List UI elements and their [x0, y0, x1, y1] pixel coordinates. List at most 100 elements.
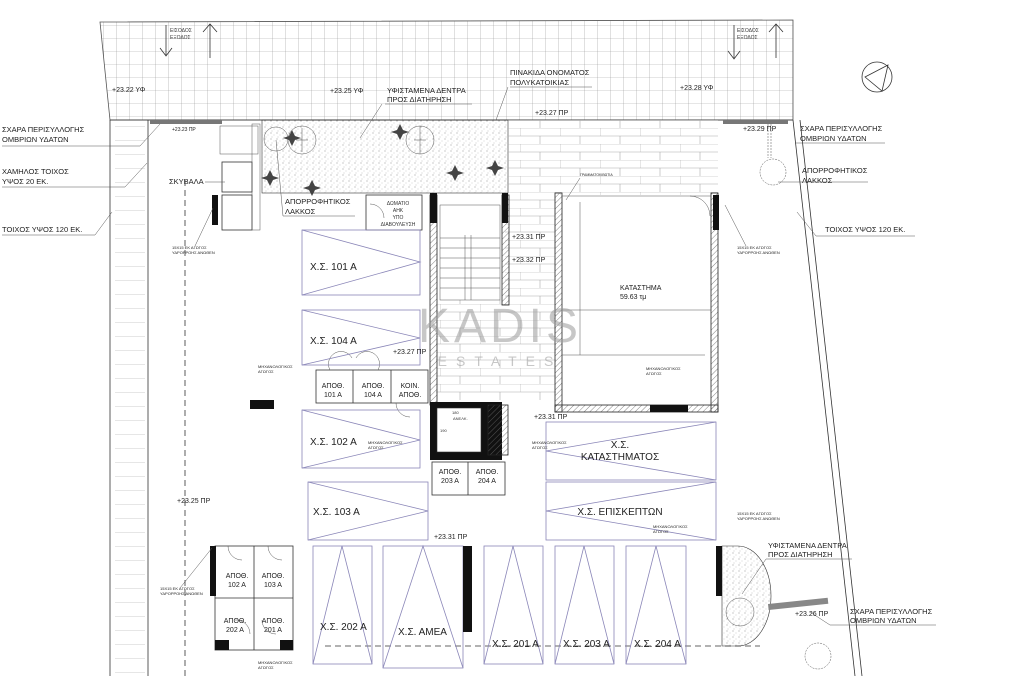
ramp	[115, 122, 145, 676]
plan-label: ΑΓΩΓΟΣ	[258, 369, 274, 374]
plan-label: 15Χ15 ΕΚ ΑΓΩΓΟΣ	[160, 586, 195, 591]
entrance-arrow-left: ΕΙΣΟΔΟΣ ΕΞΟΔΟΣ	[159, 23, 218, 58]
plan-label: ΛΑΚΚΟΣ	[285, 207, 316, 216]
lift: ΑΝΕΛΚ. 180 190	[430, 402, 509, 460]
plan-label: Χ.Σ. ΑΜΕΑ	[398, 627, 447, 638]
plan-label: KADIS	[418, 300, 582, 353]
garden-bottom-right	[716, 545, 829, 647]
plan-label: 190	[440, 428, 447, 433]
plan-label: ΟΜΒΡΙΩΝ ΥΔΑΤΩΝ	[2, 135, 69, 144]
level-markers: +23.22 ΥΦ +23.25 ΥΦ +23.28 ΥΦ +23.27 ΠΡ …	[112, 85, 829, 618]
plan-label: +23.31 ΠΡ	[434, 534, 468, 541]
plan-label: ΑΠΟΘ.	[226, 573, 249, 580]
paved-area	[508, 120, 718, 195]
grate-left	[150, 120, 222, 124]
plan-label: ΑΠΟΡΡΟΦΗΤΙΚΟΣ	[285, 197, 351, 206]
north-arrow-icon	[861, 61, 893, 93]
plan-label: 204 Α	[478, 478, 496, 485]
plan-label: ΜΗΧΑΝΟΛΟΓΙΚΟΣ	[646, 366, 681, 371]
plan-label: Χ.Σ. 102 Α	[310, 437, 357, 448]
plan-label: 101 Α	[324, 392, 342, 399]
plan-label: ΔΩΜΑΤΙΟ	[387, 201, 410, 207]
plan-label: Χ.Σ. ΕΠΙΣΚΕΠΤΩΝ	[577, 507, 662, 518]
plan-label: ΕΙΣΟΔΟΣ	[737, 28, 759, 34]
absorption-pit-bottom	[804, 642, 832, 670]
plan-label: ΣΧΑΡΑ ΠΕΡΙΣΥΛΛΟΓΗΣ	[800, 124, 883, 133]
plan-label: +23.23 ΠΡ	[172, 127, 196, 133]
plan-label: 15Χ15 ΕΚ ΑΓΩΓΟΣ	[737, 511, 772, 516]
plan-label: ΥΦΙΣΤΑΜΕΝΑ ΔΕΝΤΡΑ	[387, 86, 466, 95]
plan-label: ΓΡΑΜΜΑΤΟΚΙΒΩΤΙΑ	[580, 173, 613, 177]
plan-label: +23.31 ΠΡ	[534, 414, 568, 421]
plan-label: 59.63 τμ	[620, 294, 646, 301]
plan-label: ΜΗΧΑΝΟΛΟΓΙΚΟΣ	[368, 440, 403, 445]
plan-label: ΕΞΟΔΟΣ	[170, 35, 191, 41]
plan-label: ΑΓΩΓΟΣ	[653, 529, 669, 534]
plan-label: ΠΡΟΣ ΔΙΑΤΗΡΗΣΗ	[387, 95, 452, 104]
plan-label: ΣΚΥΒΑΛΑ	[169, 177, 204, 186]
absorption-pit-right	[759, 158, 787, 186]
plan-label: +23.32 ΠΡ	[512, 257, 546, 264]
plan-label: +23.25 ΠΡ	[177, 498, 211, 505]
plan-label: Χ.Σ. 202 Α	[320, 622, 367, 633]
plan-label: ΑΠΟΘ.	[224, 618, 247, 625]
plan-label: ΧΑΜΗΛΟΣ ΤΟΙΧΟΣ	[2, 167, 69, 176]
grate-right	[723, 120, 788, 124]
plan-label: Χ.Σ. 101 Α	[310, 262, 357, 273]
site-boundary	[109, 119, 863, 676]
plan-label: ΚΑΤΑΣΤΗΜΑΤΟΣ	[581, 452, 659, 463]
plan-label: ΑΓΩΓΟΣ	[258, 665, 274, 670]
plan-label: +23.26 ΠΡ	[795, 611, 829, 618]
plan-label: Χ.Σ. 104 Α	[310, 336, 357, 347]
plan-label: ΤΟΙΧΟΣ ΥΨΟΣ 120 ΕΚ.	[2, 225, 82, 234]
plan-label: 15Χ15 ΕΚ ΑΓΩΓΟΣ	[737, 245, 772, 250]
plan-label: ΟΜΒΡΙΩΝ ΥΔΑΤΩΝ	[850, 616, 917, 625]
plan-label: ΥΔΡΟΡΡΟΗΣ ΑΝΩΘΕΝ	[172, 250, 215, 255]
entrance-plaza	[99, 19, 794, 121]
plan-label: 203 Α	[441, 478, 459, 485]
plan-label: +23.22 ΥΦ	[112, 87, 146, 94]
plan-label: 15Χ15 ΕΚ ΑΓΩΓΟΣ	[172, 245, 207, 250]
plan-label: ΑΓΩΓΟΣ	[532, 445, 548, 450]
plan-label: 103 Α	[264, 582, 282, 589]
plan-label: Χ.Σ. 103 Α	[313, 507, 360, 518]
plan-label: ΜΗΧΑΝΟΛΟΓΙΚΟΣ	[258, 660, 293, 665]
watermark-logo: KADIS ESTATES	[418, 300, 582, 369]
parking-spaces: Χ.Σ. 101 Α Χ.Σ. 104 Α Χ.Σ. 102 Α Χ.Σ. 10…	[250, 229, 717, 669]
plan-label: ΑΠΟΘ.	[439, 469, 462, 476]
plan-label: ΥΠΟ	[393, 215, 404, 221]
plan-label: ΥΔΡΟΡΡΟΗΣ ΑΝΩΘΕΝ	[737, 250, 780, 255]
plan-label: +23.25 ΥΦ	[330, 88, 364, 95]
plan-label: ΑΠΟΘ.	[476, 469, 499, 476]
plan-label: ΑΠΟΡΡΟΦΗΤΙΚΟΣ	[802, 166, 868, 175]
plan-label: ΜΗΧΑΝΟΛΟΓΙΚΟΣ	[653, 524, 688, 529]
plan-label: ΤΟΙΧΟΣ ΥΨΟΣ 120 ΕΚ.	[825, 225, 905, 234]
plan-label: +23.27 ΠΡ	[393, 349, 427, 356]
plan-label: 202 Α	[226, 627, 244, 634]
entrance-arrow-right: ΕΙΣΟΔΟΣ ΕΞΟΔΟΣ	[727, 23, 784, 60]
plan-label: ΑΠΟΘ.	[322, 383, 345, 390]
plan-label: 201 Α	[264, 627, 282, 634]
electric-room: ΔΩΜΑΤΙΟ ΑΗΚ ΥΠΟ ΔΙΑΒΟΥΛΕΥΣΗ	[365, 194, 423, 231]
plan-label: ΔΙΑΒΟΥΛΕΥΣΗ	[381, 222, 416, 228]
plan-label: ΥΨΟΣ 20 ΕΚ.	[2, 177, 48, 186]
plan-label: ΠΙΝΑΚΙΔΑ ΟΝΟΜΑΤΟΣ	[510, 68, 590, 77]
plan-label: ΣΧΑΡΑ ΠΕΡΙΣΥΛΛΟΓΗΣ	[850, 607, 933, 616]
shop: ΚΑΤΑΣΤΗΜΑ 59.63 τμ	[554, 192, 719, 413]
annotations: ΣΧΑΡΑ ΠΕΡΙΣΥΛΛΟΓΗΣ ΟΜΒΡΙΩΝ ΥΔΑΤΩΝ ΧΑΜΗΛΟ…	[2, 68, 936, 670]
plan-label: ΑΓΩΓΟΣ	[368, 445, 384, 450]
plan-label: ΑΠΟΘ.	[262, 618, 285, 625]
plan-label: ΚΑΤΑΣΤΗΜΑ	[620, 285, 662, 292]
paved-entrance	[505, 195, 555, 300]
plan-label: ΣΧΑΡΑ ΠΕΡΙΣΥΛΛΟΓΗΣ	[2, 125, 85, 134]
plan-label: Χ.Σ. 203 Α	[563, 639, 610, 650]
plan-label: Χ.Σ.	[611, 440, 629, 451]
plan-label: +23.31 ΠΡ	[512, 234, 546, 241]
plan-label: ΑΠΟΘ.	[362, 383, 385, 390]
plan-label: ΥΔΡΟΡΡΟΗΣ ΑΝΩΘΕΝ	[737, 516, 780, 521]
plan-label: Χ.Σ. 201 Α	[492, 639, 539, 650]
plan-label: ΜΗΧΑΝΟΛΟΓΙΚΟΣ	[258, 364, 293, 369]
plan-label: ΠΟΛΥΚΑΤΟΙΚΙΑΣ	[510, 78, 569, 87]
plan-label: ΑΠΟΘ.	[399, 392, 422, 399]
